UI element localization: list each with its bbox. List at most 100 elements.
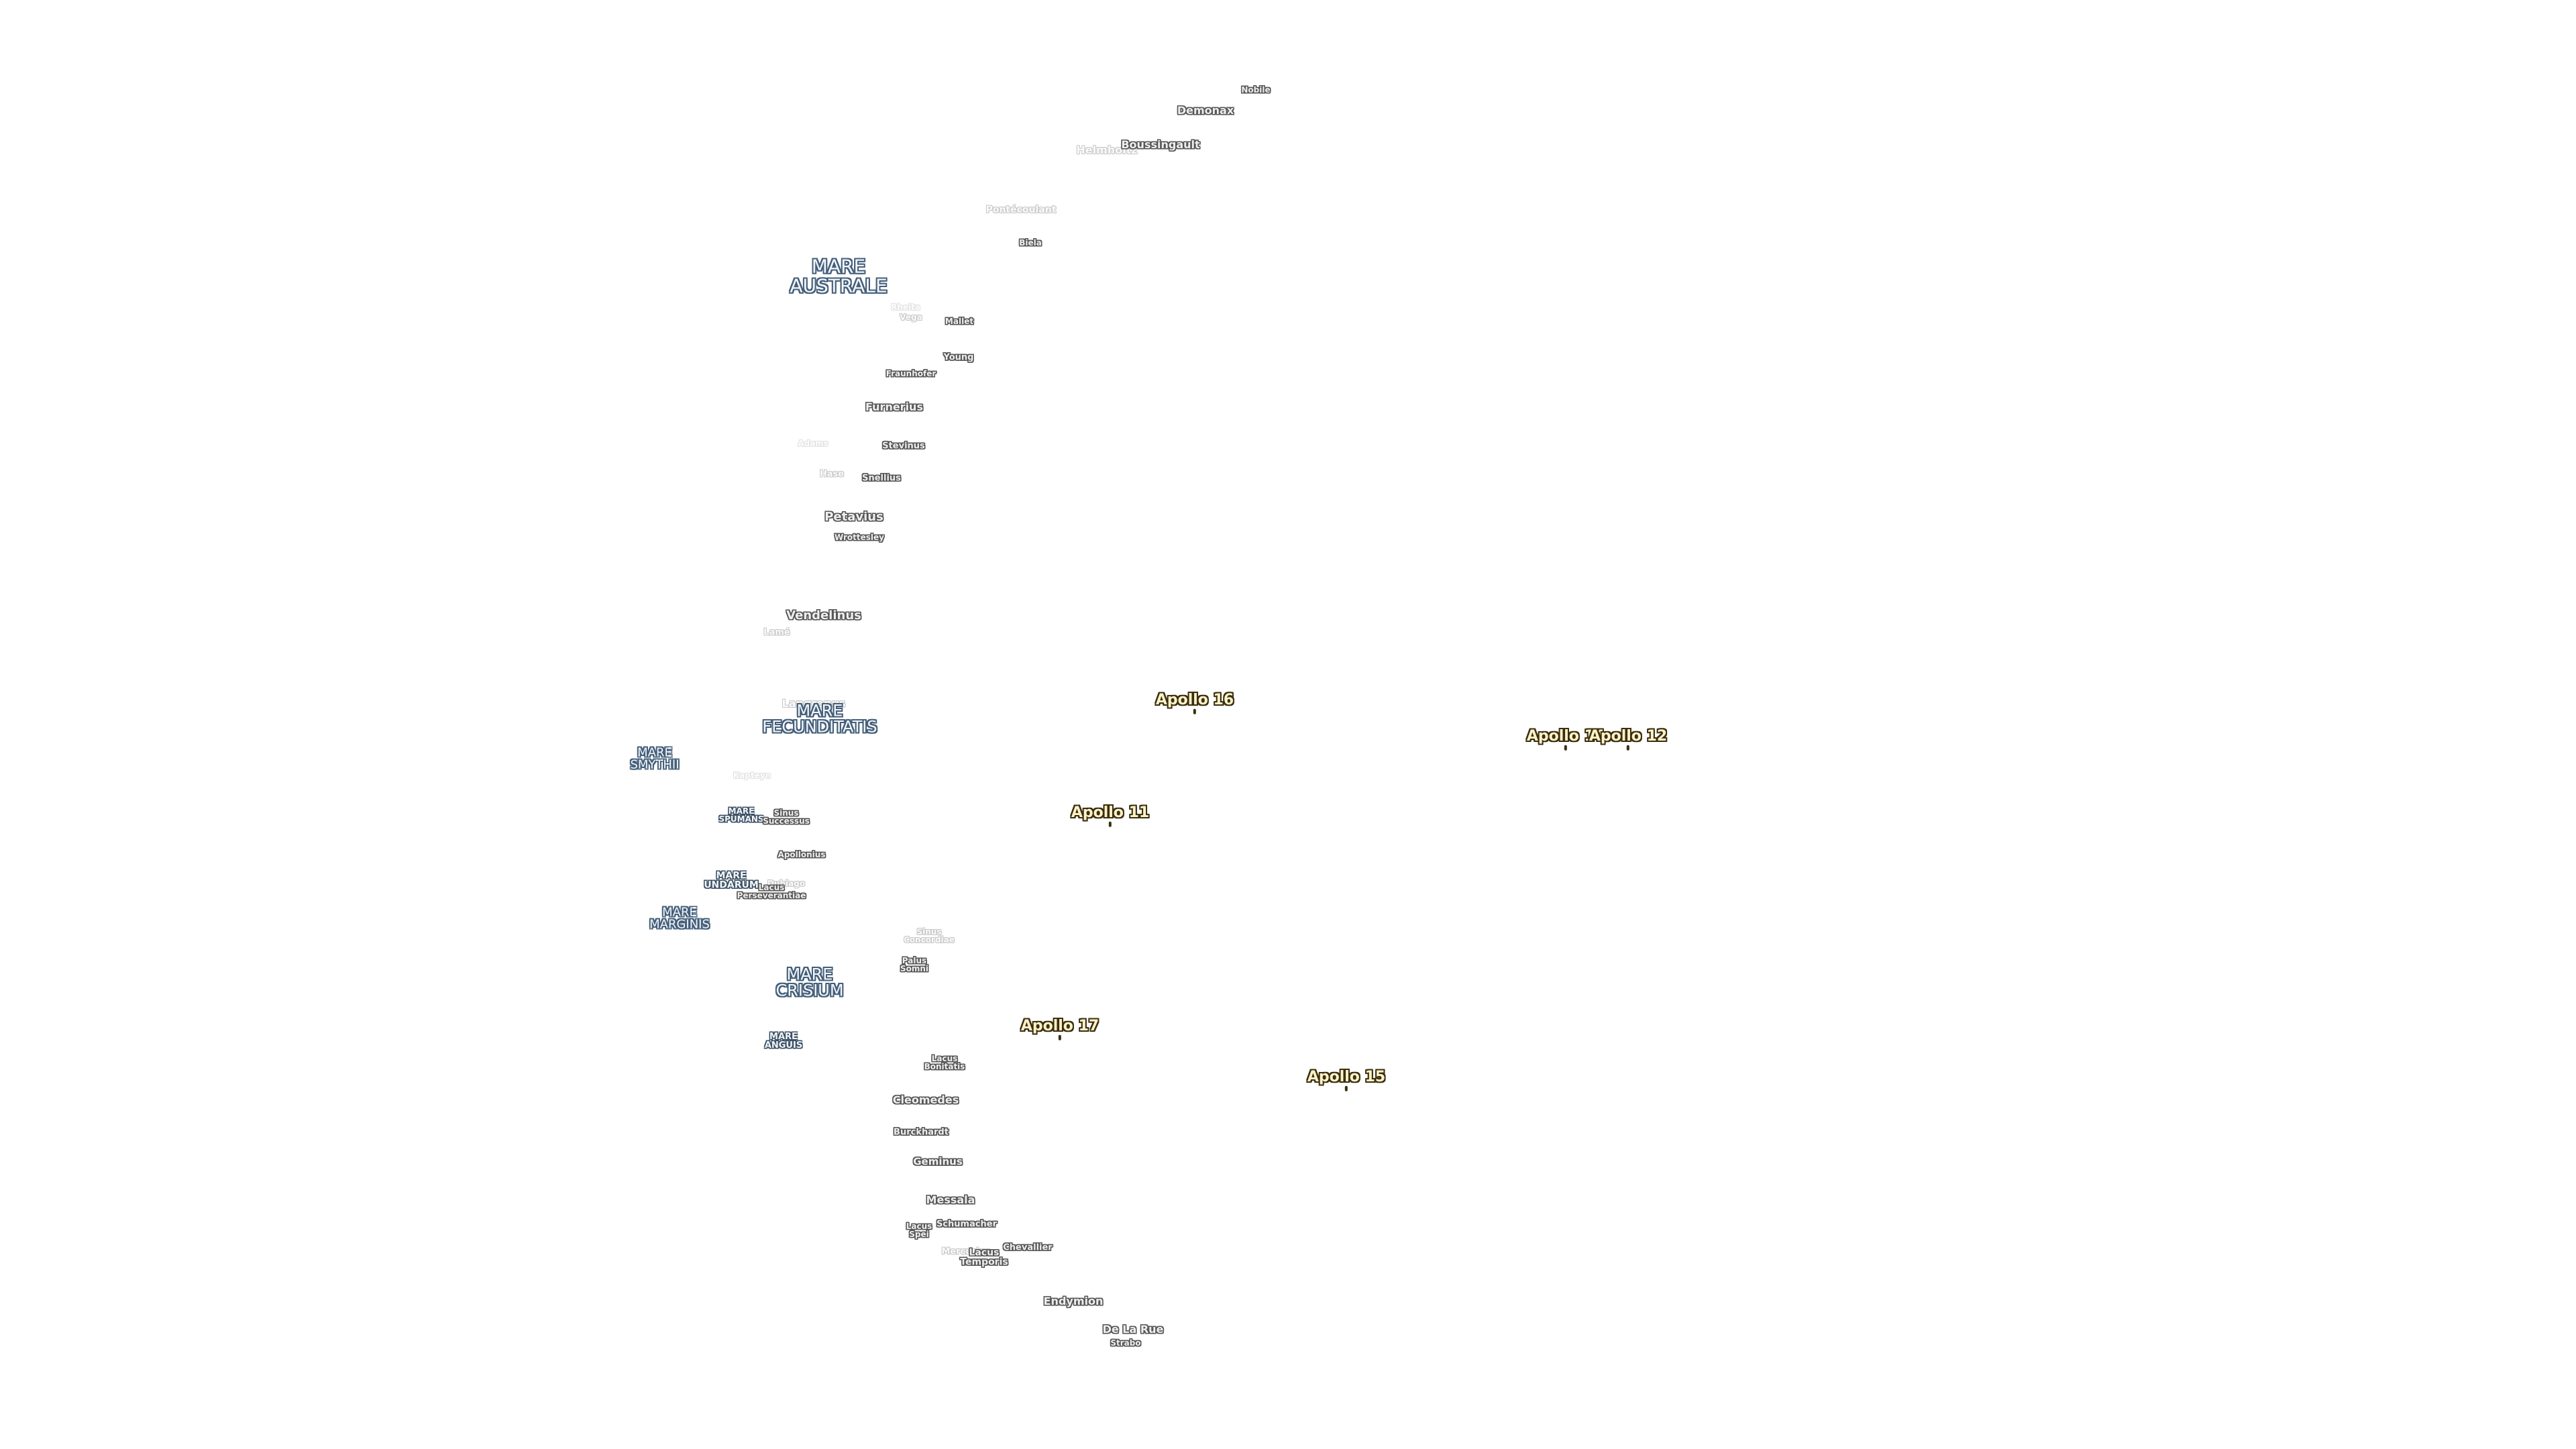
feature-name: Mercurius [941, 1246, 991, 1257]
apollo-site-name: Apollo 17 [1020, 1017, 1099, 1034]
apollo-site-apollo-12[interactable]: Apollo 12 [1589, 727, 1668, 751]
feature-name: Pontécoulant [985, 204, 1057, 215]
landing-pin-icon [1193, 709, 1196, 715]
feature-label-lacus-spei[interactable]: Lacus Spei [906, 1221, 932, 1239]
feature-name: Young [943, 352, 974, 363]
feature-name: Helmholtz [1076, 143, 1138, 156]
feature-name: Demonax [1177, 103, 1234, 117]
feature-label-lacus-temporis[interactable]: Lacus Temporis [960, 1248, 1008, 1268]
feature-name: Sinus Successus [763, 808, 810, 826]
feature-label-langrenus[interactable]: Langrenus [782, 698, 846, 709]
feature-label-stevinus[interactable]: Stevinus [882, 441, 925, 451]
feature-label-mare-marginis[interactable]: MARE MARGINIS [649, 905, 710, 932]
feature-name: Lacus Perseverantiae [737, 882, 806, 900]
feature-label-burckhardt[interactable]: Burckhardt [894, 1128, 949, 1137]
feature-label-mare-spumans[interactable]: MARE SPUMANS [718, 806, 764, 824]
feature-label-petavius[interactable]: Petavius [824, 511, 883, 523]
feature-label-mallet[interactable]: Mallet [945, 317, 973, 325]
feature-name: Biela [1019, 237, 1042, 248]
apollo-site-apollo-11[interactable]: Apollo 11 [1071, 804, 1150, 828]
feature-label-endymion[interactable]: Endymion [1043, 1294, 1104, 1307]
apollo-site-name: Apollo 11 [1071, 804, 1150, 821]
feature-name: Chevallier [1003, 1242, 1053, 1253]
feature-label-mercurius[interactable]: Mercurius [942, 1247, 991, 1256]
apollo-site-name: Apollo 12 [1589, 727, 1668, 745]
feature-label-strabo[interactable]: Strabo [1110, 1339, 1140, 1347]
landing-pin-icon [1058, 1035, 1061, 1041]
feature-name: Dubiago [767, 878, 806, 888]
feature-name: Snellius [862, 473, 901, 484]
feature-label-mare-undarum[interactable]: MARE UNDARUM [704, 871, 759, 891]
feature-name: Mallet [945, 316, 974, 326]
feature-name: MARE UNDARUM [704, 870, 759, 891]
feature-label-fraunhofer[interactable]: Fraunhofer [886, 370, 936, 378]
feature-label-hypatia-faint[interactable]: Rheita [891, 303, 920, 311]
feature-label-chevallier[interactable]: Chevallier [1003, 1243, 1052, 1252]
feature-name: Lacus Temporis [960, 1247, 1008, 1268]
apollo-site-apollo-17[interactable]: Apollo 17 [1020, 1017, 1099, 1041]
feature-label-mare-australe[interactable]: MARE AUSTRALE [790, 257, 887, 295]
feature-label-mare-anguis[interactable]: MARE ANGUIS [765, 1032, 802, 1051]
feature-label-pontecoulant[interactable]: Pontécoulant [986, 205, 1057, 215]
feature-label-nobile[interactable]: Nobile [1241, 86, 1270, 94]
feature-label-dubiago[interactable]: Dubiago [767, 879, 805, 888]
feature-name: Vendelinus [786, 608, 861, 623]
feature-name: Palus Somni [900, 955, 929, 973]
feature-name: Stevinus [882, 441, 925, 451]
feature-name: Kapteyn [733, 770, 771, 780]
feature-name: MARE MARGINIS [649, 905, 710, 932]
feature-name: Messala [926, 1193, 975, 1206]
feature-label-snellius[interactable]: Snellius [862, 473, 901, 484]
feature-name: Sinus Concordiae [904, 926, 955, 945]
feature-label-palus-somni[interactable]: Palus Somni [900, 957, 928, 973]
feature-label-cleomedes[interactable]: Cleomedes [893, 1094, 959, 1106]
feature-label-sinus-concordiae[interactable]: Sinus Concordiae [904, 926, 955, 945]
feature-label-helmholtz[interactable]: Helmholtz [1076, 143, 1138, 156]
feature-label-vendelinus[interactable]: Vendelinus [786, 608, 861, 623]
feature-label-vfaint-2[interactable]: Kapteyn [733, 771, 771, 780]
feature-name: De La Rue [1102, 1322, 1164, 1336]
apollo-site-name: Apollo 14 [1526, 727, 1605, 745]
feature-label-wrottesley[interactable]: Wrottesley [835, 533, 884, 541]
landing-pin-icon [1564, 745, 1567, 751]
feature-name: MARE SPUMANS [718, 806, 764, 824]
feature-name: MARE CRISIUM [775, 965, 844, 1000]
landing-pin-icon [1108, 822, 1112, 828]
apollo-site-name: Apollo 15 [1307, 1068, 1386, 1085]
feature-label-mare-smythii[interactable]: MARE SMYTHII [630, 747, 679, 772]
feature-label-biela[interactable]: Biela [1019, 239, 1042, 247]
feature-label-lame[interactable]: Lamé [763, 628, 790, 637]
feature-label-hase[interactable]: Hase [820, 470, 844, 479]
feature-label-demonax[interactable]: Demonax [1177, 105, 1234, 116]
feature-name: Lacus Spei [906, 1221, 932, 1239]
feature-label-sinus-successus[interactable]: Sinus Successus [763, 808, 810, 826]
feature-name: MARE FECUNDITATIS [762, 701, 877, 737]
feature-label-geminus[interactable]: Geminus [913, 1157, 963, 1167]
feature-name: Lacus Bonitatis [924, 1053, 965, 1071]
feature-label-mare-fecunditatis[interactable]: MARE FECUNDITATIS [762, 701, 877, 737]
feature-label-lacus-bonitatis[interactable]: Lacus Bonitatis [924, 1055, 965, 1071]
feature-label-de-la-rue[interactable]: De La Rue [1103, 1324, 1164, 1335]
feature-name: Schumacher [936, 1219, 998, 1230]
apollo-site-apollo-15[interactable]: Apollo 15 [1307, 1068, 1386, 1092]
apollo-site-apollo-16[interactable]: Apollo 16 [1156, 692, 1234, 715]
feature-label-furnerius[interactable]: Furnerius [865, 401, 923, 413]
apollo-site-apollo-14[interactable]: Apollo 14 [1526, 727, 1605, 751]
feature-label-messala[interactable]: Messala [926, 1193, 975, 1206]
feature-name: Fraunhofer [885, 368, 936, 378]
feature-label-young[interactable]: Young [944, 353, 974, 362]
feature-label-vfaint-1[interactable]: Adams [798, 439, 828, 447]
feature-name: Strabo [1110, 1338, 1141, 1348]
feature-name: Apollonius [777, 849, 826, 859]
feature-name: Adams [798, 438, 828, 448]
feature-label-vega[interactable]: Vega [900, 313, 922, 321]
feature-label-lacus-perseverantiae[interactable]: Lacus Perseverantiae [737, 883, 806, 900]
feature-name: Endymion [1043, 1294, 1104, 1307]
feature-label-apollonius[interactable]: Apollonius [778, 851, 826, 859]
feature-label-boussingault[interactable]: Boussingault [1121, 139, 1199, 150]
landing-pin-icon [1626, 745, 1629, 751]
feature-label-mare-crisium[interactable]: MARE CRISIUM [775, 965, 844, 1000]
feature-name: Rheita [891, 302, 920, 312]
feature-label-schumacher[interactable]: Schumacher [936, 1219, 998, 1230]
